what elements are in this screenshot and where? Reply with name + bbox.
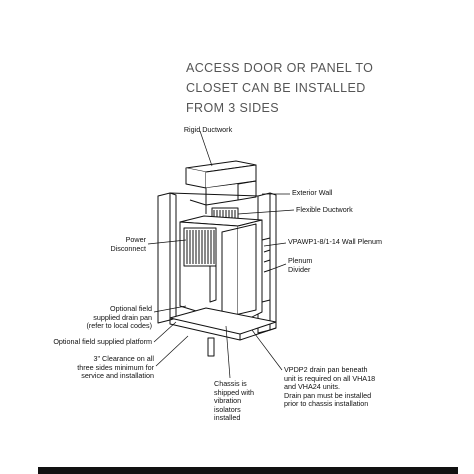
- label-rigid-ductwork: Rigid Ductwork: [183, 125, 233, 134]
- label-flexible-ductwork: Flexible Ductwork: [296, 205, 353, 214]
- label-wall-plenum: VPAWP1-8/1-14 Wall Plenum: [288, 237, 383, 246]
- label-clearance: 3" Clearance on all three sides minimum …: [77, 354, 154, 381]
- label-optional-drain-pan: Optional field supplied drain pan (refer…: [86, 304, 152, 331]
- label-power-disconnect: Power Disconnect: [110, 235, 146, 253]
- leader-lines: [147, 130, 295, 379]
- heading-line-1: ACCESS DOOR OR PANEL TO: [186, 61, 374, 75]
- rigid-ductwork-shape: [185, 160, 257, 214]
- heading-line-2: CLOSET CAN BE INSTALLED: [186, 81, 366, 95]
- label-optional-platform: Optional field supplied platform: [53, 337, 152, 346]
- wall-plenum-shape: [261, 237, 271, 303]
- platform-shape: [169, 307, 277, 357]
- heading-line-3: FROM 3 SIDES: [186, 101, 280, 115]
- diagram-heading: ACCESS DOOR OR PANEL TO CLOSET CAN BE IN…: [186, 58, 386, 118]
- label-chassis: Chassis is shipped with vibration isolat…: [214, 379, 254, 423]
- bottom-border-bar: [38, 467, 458, 474]
- power-disconnect-shape: [183, 227, 217, 267]
- label-exterior-wall: Exterior Wall: [292, 188, 333, 197]
- label-plenum-divider: Plenum Divider: [288, 256, 313, 274]
- label-drain-pan-note: VPDP2 drain pan beneath unit is required…: [284, 365, 376, 409]
